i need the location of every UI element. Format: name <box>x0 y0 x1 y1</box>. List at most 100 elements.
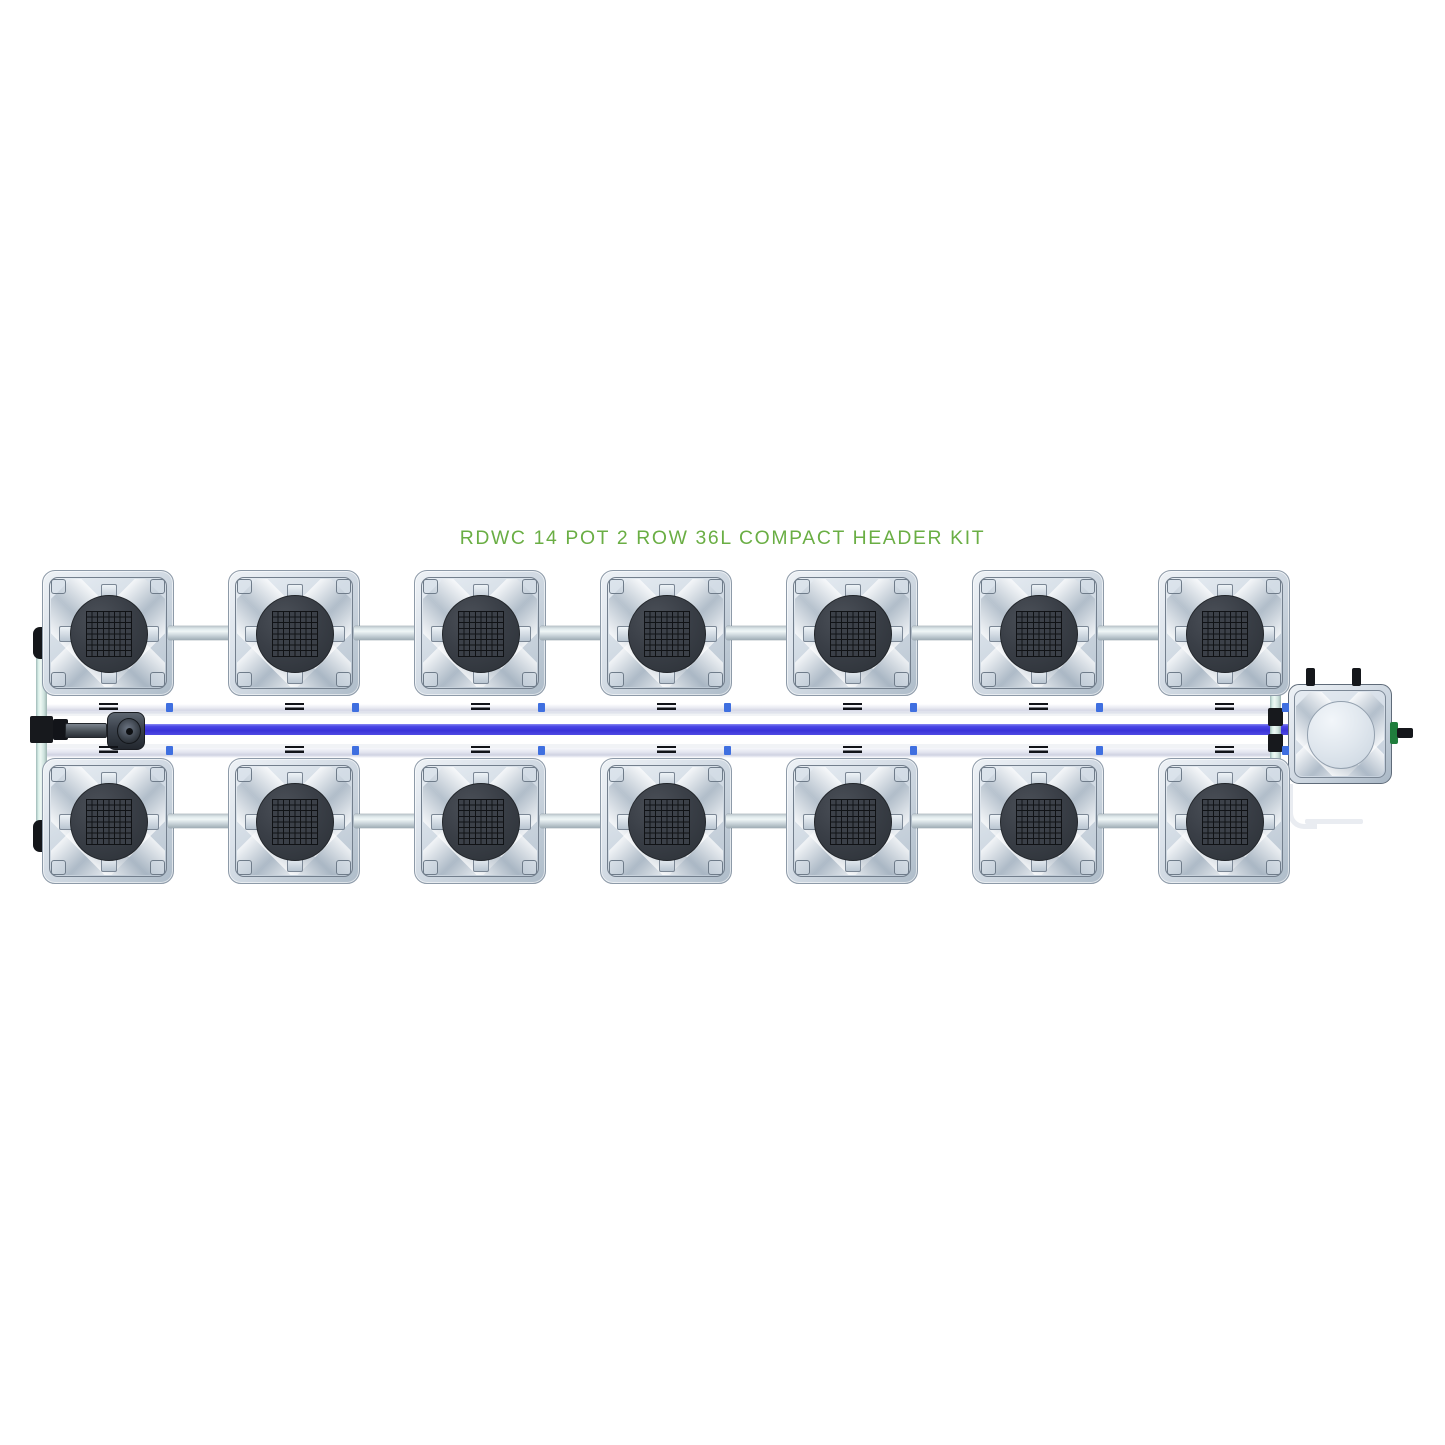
rail-connector-tab <box>910 746 917 755</box>
net-pot-lid[interactable] <box>70 783 148 861</box>
grow-pot[interactable] <box>42 570 174 696</box>
grow-pot[interactable] <box>972 758 1104 884</box>
net-pot-lid[interactable] <box>1186 783 1264 861</box>
outlet-fitting <box>1390 722 1398 744</box>
rail-connector-tab <box>1282 703 1289 712</box>
pot-corner <box>1266 579 1281 594</box>
net-pot-lid[interactable] <box>1000 595 1078 673</box>
mesh-basket-icon <box>458 799 504 845</box>
net-pot-lid[interactable] <box>814 783 892 861</box>
rail-tick-mark <box>285 746 304 753</box>
pot-corner <box>237 579 252 594</box>
rail-tick-mark <box>843 746 862 753</box>
drain-tube-tail <box>1305 819 1363 824</box>
rail-tick-mark <box>99 746 118 753</box>
rail-tick-mark <box>1215 703 1234 710</box>
pot-corner <box>795 579 810 594</box>
mesh-basket-icon <box>644 799 690 845</box>
rail-shadow-top <box>42 712 1274 716</box>
net-pot-lid[interactable] <box>442 595 520 673</box>
rail-connector-tab <box>538 746 545 755</box>
mesh-basket-icon <box>86 611 132 657</box>
pot-corner <box>708 672 723 687</box>
grow-pot[interactable] <box>600 758 732 884</box>
grow-pot[interactable] <box>1158 570 1290 696</box>
net-pot-lid[interactable] <box>442 783 520 861</box>
grow-pot[interactable] <box>42 758 174 884</box>
pot-corner <box>51 672 66 687</box>
tank-post-left <box>1306 668 1315 686</box>
rail-tick-mark <box>1029 703 1048 710</box>
grow-pot[interactable] <box>414 570 546 696</box>
pot-corner <box>1080 767 1095 782</box>
grow-pot[interactable] <box>972 570 1104 696</box>
pump-inlet-fitting <box>65 723 107 738</box>
rail-connector-tab <box>538 703 545 712</box>
pot-connector-pipe <box>354 626 420 640</box>
pot-connector-pipe <box>912 814 978 828</box>
pot-corner <box>1167 672 1182 687</box>
rail-connector-tab <box>910 703 917 712</box>
pot-connector-pipe <box>168 626 234 640</box>
pot-corner <box>894 672 909 687</box>
mesh-basket-icon <box>644 611 690 657</box>
pot-corner <box>51 767 66 782</box>
net-pot-lid[interactable] <box>256 595 334 673</box>
pot-corner <box>981 767 996 782</box>
grow-pot[interactable] <box>228 570 360 696</box>
mesh-basket-icon <box>830 799 876 845</box>
compact-header-tank[interactable] <box>1288 684 1392 784</box>
grow-pot[interactable] <box>414 758 546 884</box>
net-pot-lid[interactable] <box>628 783 706 861</box>
pot-connector-pipe <box>540 626 606 640</box>
mesh-basket-icon <box>1016 611 1062 657</box>
pot-corner <box>795 860 810 875</box>
pump-power-plug <box>53 719 68 740</box>
rail-connector-tab <box>166 746 173 755</box>
page-title: RDWC 14 POT 2 ROW 36L COMPACT HEADER KIT <box>459 528 986 549</box>
net-pot-lid[interactable] <box>814 595 892 673</box>
circulation-pump[interactable] <box>53 712 145 750</box>
pot-corner <box>1266 672 1281 687</box>
rail-tick-mark <box>657 703 676 710</box>
pot-corner <box>336 672 351 687</box>
grow-pot[interactable] <box>1158 758 1290 884</box>
valve-collar-right-upper <box>1268 708 1283 726</box>
valve-collar-right-lower <box>1268 734 1283 752</box>
pot-corner <box>336 579 351 594</box>
rail-connector-tab <box>724 703 731 712</box>
grow-pot[interactable] <box>600 570 732 696</box>
pump-collar-left <box>30 716 53 743</box>
pot-corner <box>981 579 996 594</box>
pot-corner <box>1080 860 1095 875</box>
grow-pot[interactable] <box>786 570 918 696</box>
rail-tick-mark <box>471 746 490 753</box>
net-pot-lid[interactable] <box>256 783 334 861</box>
net-pot-lid[interactable] <box>1186 595 1264 673</box>
pot-corner <box>1167 579 1182 594</box>
grow-pot[interactable] <box>786 758 918 884</box>
pot-corner <box>237 860 252 875</box>
pot-corner <box>708 767 723 782</box>
pot-corner <box>894 860 909 875</box>
net-pot-lid[interactable] <box>70 595 148 673</box>
pot-corner <box>795 767 810 782</box>
pot-connector-pipe <box>726 626 792 640</box>
pot-corner <box>1080 579 1095 594</box>
pot-connector-pipe <box>726 814 792 828</box>
rail-connector-tab <box>352 746 359 755</box>
pump-impeller-icon <box>117 718 141 744</box>
rail-tick-mark <box>843 703 862 710</box>
pot-corner <box>1167 767 1182 782</box>
rail-tick-mark <box>1215 746 1234 753</box>
pot-corner <box>1266 860 1281 875</box>
net-pot-lid[interactable] <box>628 595 706 673</box>
pot-corner <box>609 860 624 875</box>
net-pot-lid[interactable] <box>1000 783 1078 861</box>
mesh-basket-icon <box>458 611 504 657</box>
grow-pot[interactable] <box>228 758 360 884</box>
mesh-basket-icon <box>272 799 318 845</box>
pot-corner <box>51 579 66 594</box>
pot-corner <box>51 860 66 875</box>
